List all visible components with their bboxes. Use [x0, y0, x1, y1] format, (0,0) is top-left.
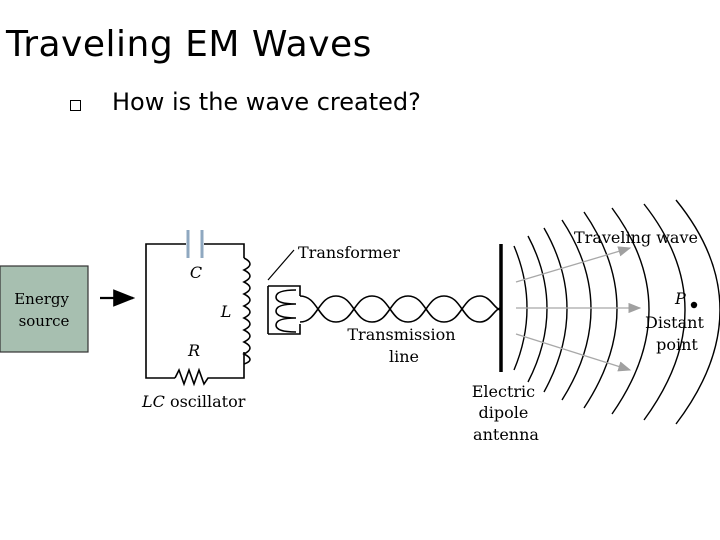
energy-source-label: Energy source	[14, 290, 74, 330]
transmission-line-label: Transmission line	[347, 325, 460, 366]
transformer-frame	[267, 285, 301, 335]
energy-source: Energy source	[0, 265, 89, 353]
dipole-label: Electric dipole antenna	[472, 382, 540, 444]
circuit-wire-top-right	[204, 243, 245, 258]
wave-rays	[515, 246, 642, 372]
lc-oscillator	[145, 230, 251, 387]
oscillator-label: LC oscillator	[141, 392, 246, 411]
slide-title: Traveling EM Waves	[6, 24, 372, 65]
circuit-wire	[145, 243, 186, 379]
distant-point-label: Distant point	[645, 313, 709, 354]
inductor-label: L	[220, 302, 232, 321]
energy-source-box	[0, 265, 89, 353]
traveling-wave-label: Traveling wave	[574, 228, 698, 247]
resistor-label: R	[187, 341, 200, 360]
point-label: P	[674, 289, 686, 308]
square-bullet-icon	[70, 100, 81, 111]
resistor	[174, 367, 215, 387]
transmission-line	[299, 295, 501, 323]
transformer-label: Transformer	[298, 243, 400, 262]
transformer	[267, 285, 301, 335]
capacitor-label: C	[190, 263, 202, 282]
inductor-coil	[242, 257, 251, 365]
distant-point-marker	[690, 301, 698, 309]
transformer-pointer	[267, 249, 295, 281]
transformer-coil	[275, 289, 297, 333]
circuit-wire-right-bottom	[215, 352, 245, 379]
bullet-text: How is the wave created?	[112, 88, 421, 116]
